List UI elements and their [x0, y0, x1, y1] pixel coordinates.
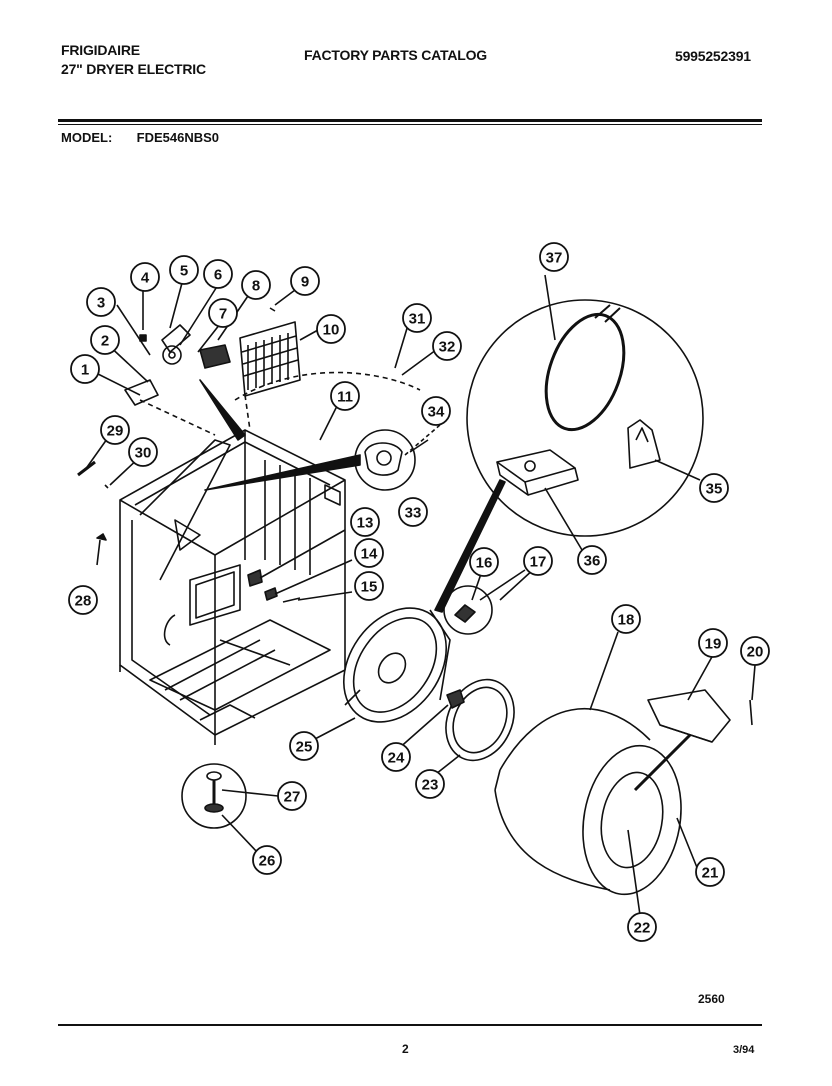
callout-2-marker — [90, 325, 120, 355]
callout-15-marker — [354, 571, 384, 601]
callout-23-marker — [415, 769, 445, 799]
callout-32: 32 — [439, 339, 456, 356]
callout-20-marker — [740, 636, 770, 666]
callout-5-marker — [169, 255, 199, 285]
callout-1-marker — [70, 354, 100, 384]
callout-8: 8 — [252, 278, 260, 295]
callout-14-marker — [354, 538, 384, 568]
callout-7-marker — [208, 298, 238, 328]
callout-16: 16 — [476, 555, 493, 572]
callout-5: 5 — [180, 263, 188, 280]
callout-31-marker — [402, 303, 432, 333]
callout-16-marker — [469, 547, 499, 577]
header-rule — [58, 119, 762, 122]
callout-28: 28 — [75, 593, 92, 610]
callout-15: 15 — [361, 579, 378, 596]
callout-4: 4 — [141, 270, 150, 287]
catalog-number: 5995252391 — [675, 48, 751, 64]
callout-10-marker — [316, 314, 346, 344]
callout-23: 23 — [422, 777, 439, 794]
callout-7: 7 — [219, 306, 227, 323]
top-left-parts — [124, 307, 276, 406]
callout-34: 34 — [428, 404, 445, 421]
callout-27-marker — [277, 781, 307, 811]
callout-18-marker — [611, 604, 641, 634]
callout-27: 27 — [284, 789, 301, 806]
callout-30-marker — [128, 437, 158, 467]
callout-24-marker — [381, 742, 411, 772]
callout-9-marker — [290, 266, 320, 296]
callout-9: 9 — [301, 274, 309, 291]
footer-rule — [58, 1024, 762, 1026]
header-rule-thin — [58, 124, 762, 125]
callout-31: 31 — [409, 311, 426, 328]
callout-26: 26 — [259, 853, 276, 870]
callout-17: 17 — [530, 554, 547, 571]
callout-1: 1 — [81, 362, 89, 379]
callout-34-marker — [421, 396, 451, 426]
callout-25: 25 — [296, 739, 313, 756]
callout-markers — [68, 242, 770, 942]
callout-29-marker — [100, 415, 130, 445]
model-label: MODEL: — [61, 130, 113, 145]
callout-26-marker — [252, 845, 282, 875]
callout-17-marker — [523, 546, 553, 576]
callout-14: 14 — [361, 546, 378, 563]
callout-37-marker — [539, 242, 569, 272]
callout-8-marker — [241, 270, 271, 300]
callout-11-marker — [330, 381, 360, 411]
callout-13-marker — [350, 507, 380, 537]
catalog-title: FACTORY PARTS CATALOG — [304, 47, 487, 63]
brand-name: FRIGIDAIRE — [61, 42, 140, 58]
callout-35: 35 — [706, 481, 723, 498]
callout-4-marker — [130, 262, 160, 292]
callout-10: 10 — [323, 322, 340, 339]
callout-22-marker — [627, 912, 657, 942]
callout-18: 18 — [618, 612, 635, 629]
callout-36-marker — [577, 545, 607, 575]
callout-3-marker — [86, 287, 116, 317]
callout-32-marker — [432, 331, 462, 361]
callout-6-marker — [203, 259, 233, 289]
page-number: 2 — [402, 1042, 409, 1056]
callout-13: 13 — [357, 515, 374, 532]
product-name: 27" DRYER ELECTRIC — [61, 61, 206, 77]
drawing-number: 2560 — [698, 992, 725, 1006]
callout-19-marker — [698, 628, 728, 658]
callout-20: 20 — [747, 644, 764, 661]
callout-21-marker — [695, 857, 725, 887]
callout-36: 36 — [584, 553, 601, 570]
callout-33-marker — [398, 497, 428, 527]
callout-37: 37 — [546, 250, 563, 267]
bulkhead-drawing — [342, 607, 451, 723]
callout-11: 11 — [337, 389, 353, 406]
cabinet-drawing — [119, 429, 346, 745]
callout-21: 21 — [702, 865, 719, 882]
callout-29: 29 — [107, 423, 124, 440]
model-number: FDE546NBS0 — [136, 130, 219, 145]
callout-19: 19 — [705, 636, 722, 653]
callout-33: 33 — [405, 505, 422, 522]
callout-35-marker — [699, 473, 729, 503]
model-row: MODEL: FDE546NBS0 — [61, 130, 219, 145]
lint-grille-drawing — [239, 321, 301, 397]
callout-6: 6 — [214, 267, 222, 284]
date-code: 3/94 — [733, 1044, 755, 1056]
callout-3: 3 — [97, 295, 105, 312]
callout-28-marker — [68, 585, 98, 615]
callout-24: 24 — [388, 750, 405, 767]
callout-2: 2 — [101, 333, 109, 350]
callout-30: 30 — [135, 445, 152, 462]
callout-22: 22 — [634, 920, 651, 937]
drum-drawing — [494, 708, 682, 896]
callout-25-marker — [289, 731, 319, 761]
